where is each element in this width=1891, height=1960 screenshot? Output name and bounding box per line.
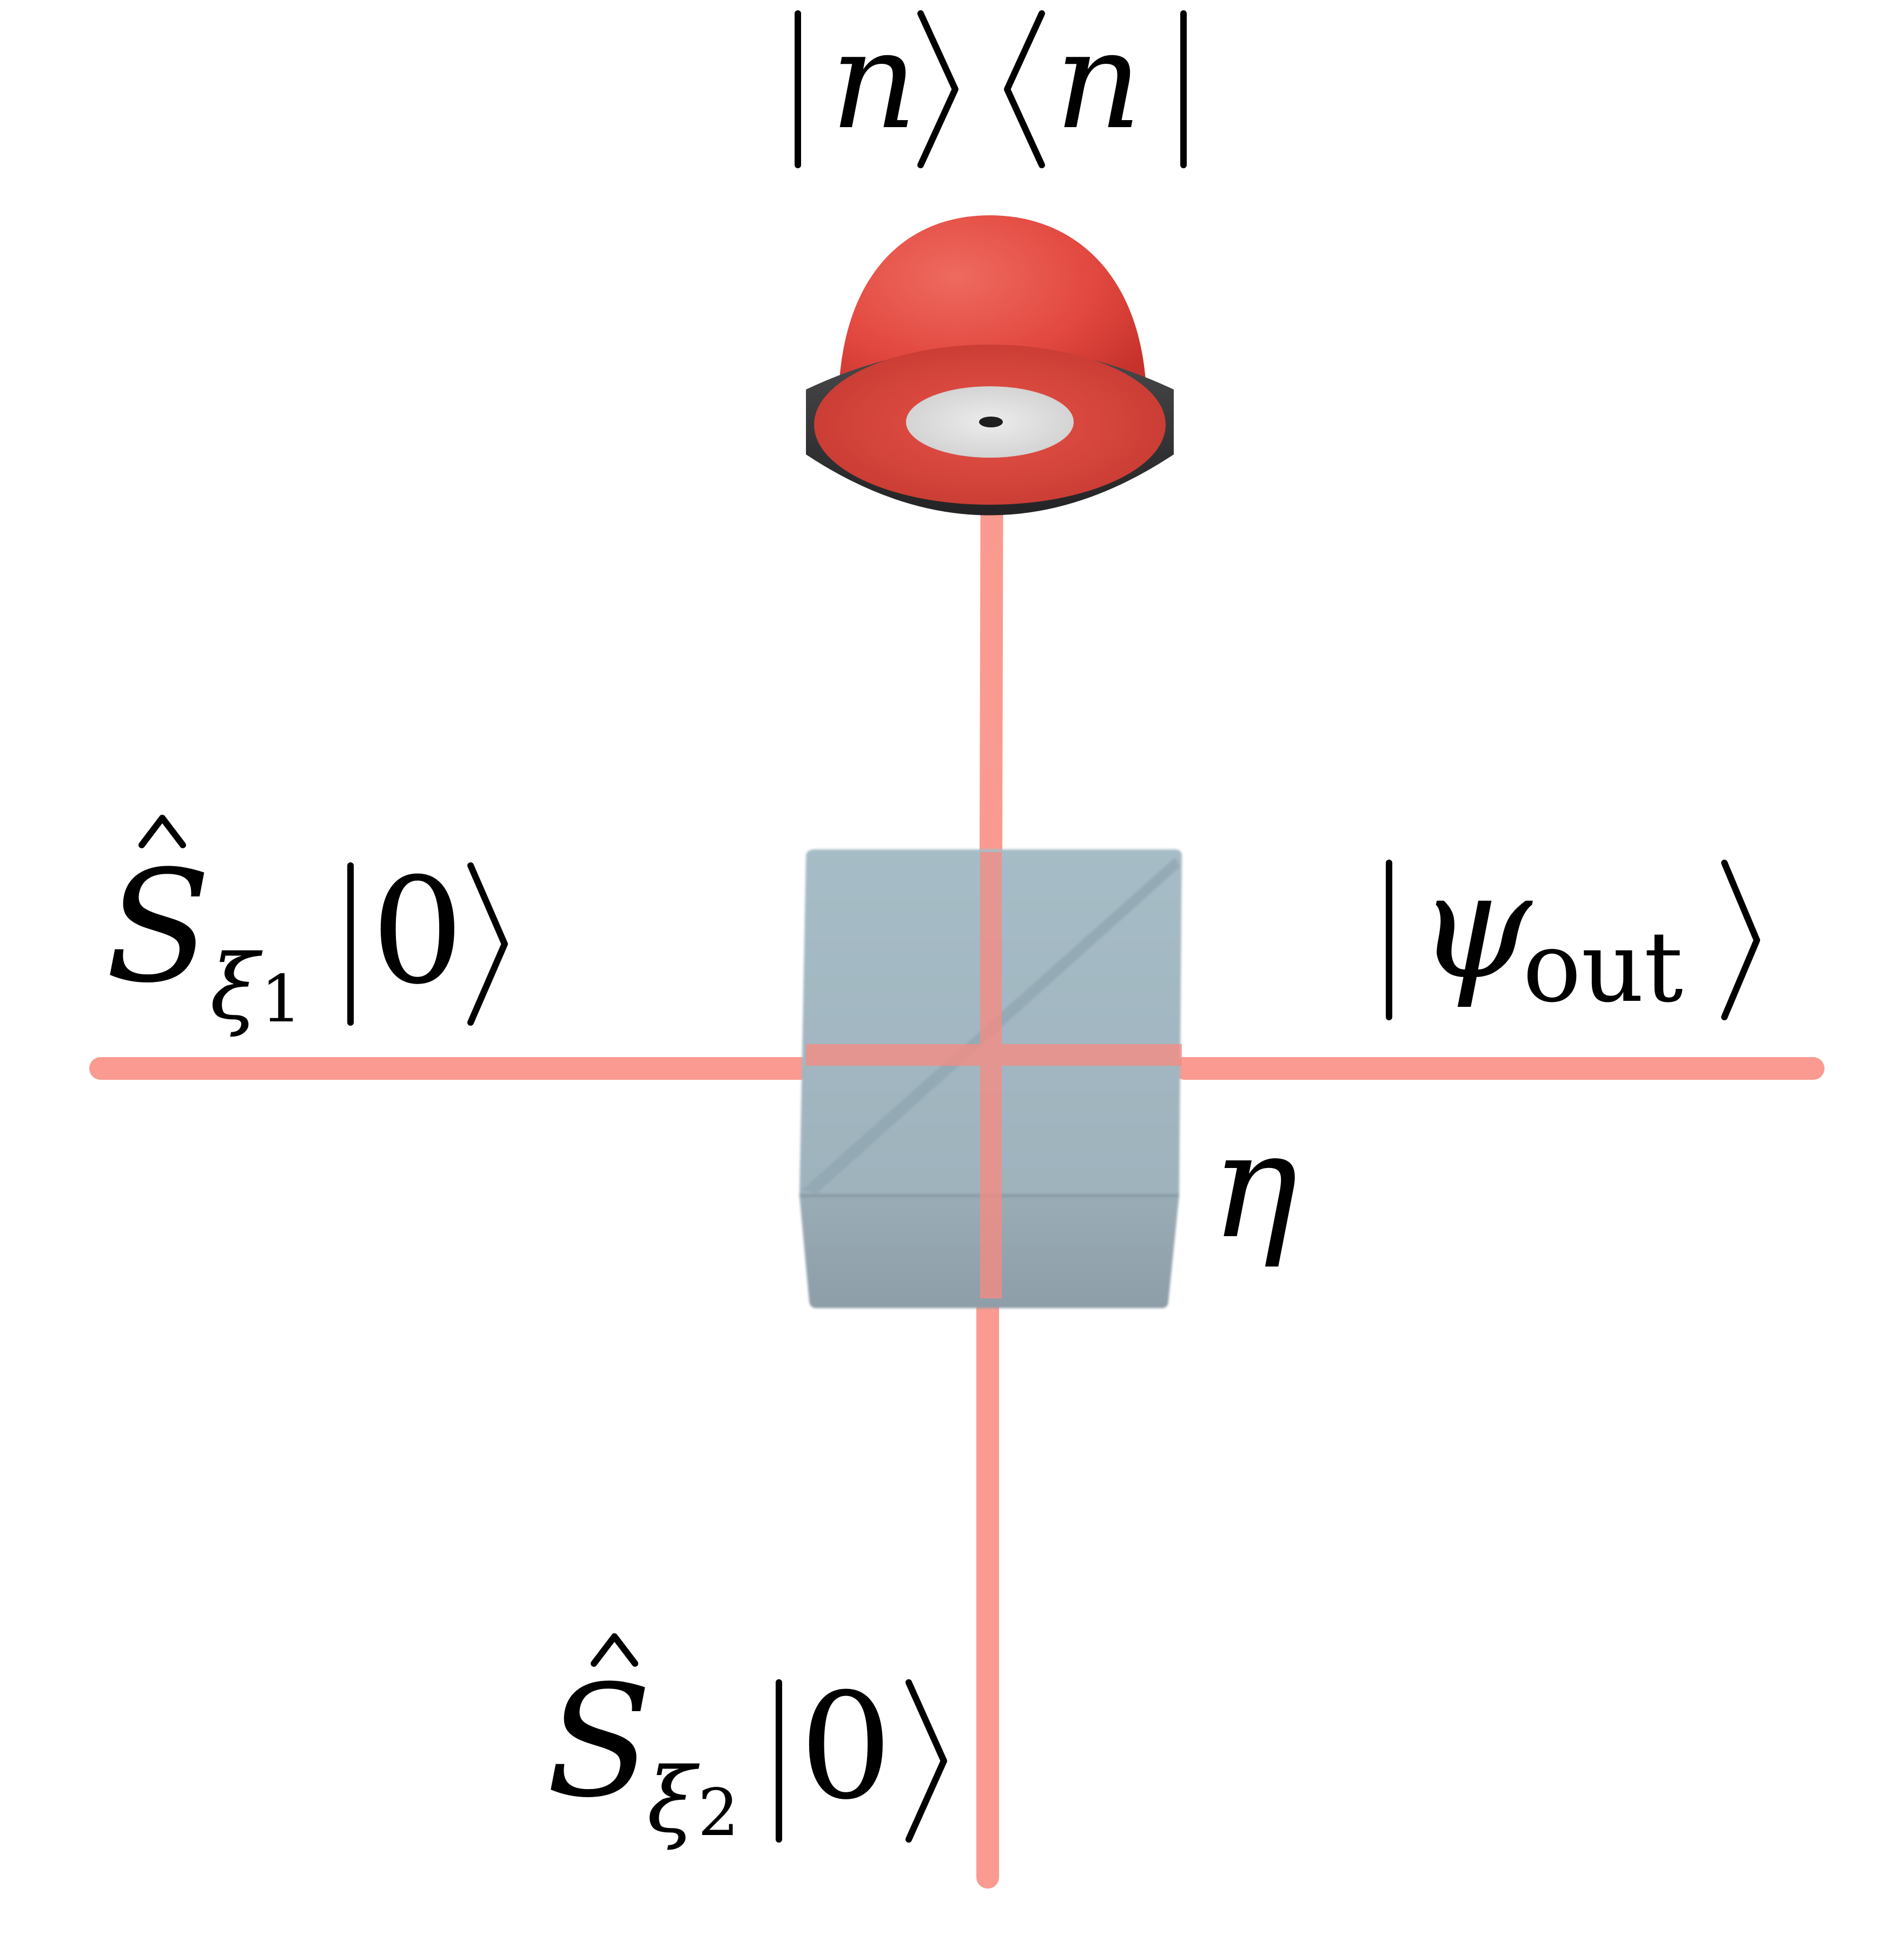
photon-detector-icon: [806, 215, 1174, 516]
input-1-subscript: ξ: [210, 935, 263, 1039]
ket-angle-right: [917, 10, 958, 168]
input-2-hat: [591, 1633, 638, 1667]
input-2-subscript: ξ: [647, 1748, 700, 1852]
input-1-ket-angle: [467, 862, 508, 1026]
detector-aperture: [979, 417, 1003, 427]
beam-through-cube: [806, 852, 1182, 1298]
output-state-label: ψ out: [1386, 841, 1760, 1024]
input-1-subscript-index: 1: [261, 962, 302, 1037]
output-psi-symbol: ψ: [1417, 841, 1533, 1011]
ket-n-symbol: n: [830, 2, 917, 159]
input-1-operator: S: [105, 837, 211, 1017]
input-2-subscript-index: 2: [698, 1776, 739, 1851]
beam-splitter-parameter-label: η: [1211, 1100, 1298, 1271]
input-2-label: S ξ 2 0: [546, 1633, 947, 1852]
bra-n-symbol: n: [1055, 2, 1142, 159]
output-subscript: out: [1523, 911, 1683, 1024]
output-ket-angle: [1721, 860, 1760, 1020]
bra-angle-left: [1004, 10, 1045, 168]
input-1-hat: [138, 815, 186, 848]
input-2-ket-value: 0: [799, 1661, 892, 1832]
input-1-ket-value: 0: [371, 846, 464, 1017]
detector-projector-label: n n: [795, 2, 1187, 168]
input-2-operator: S: [546, 1652, 652, 1832]
input-2-ket-angle: [905, 1679, 947, 1843]
input-1-label: S ξ 1 0: [105, 815, 508, 1039]
